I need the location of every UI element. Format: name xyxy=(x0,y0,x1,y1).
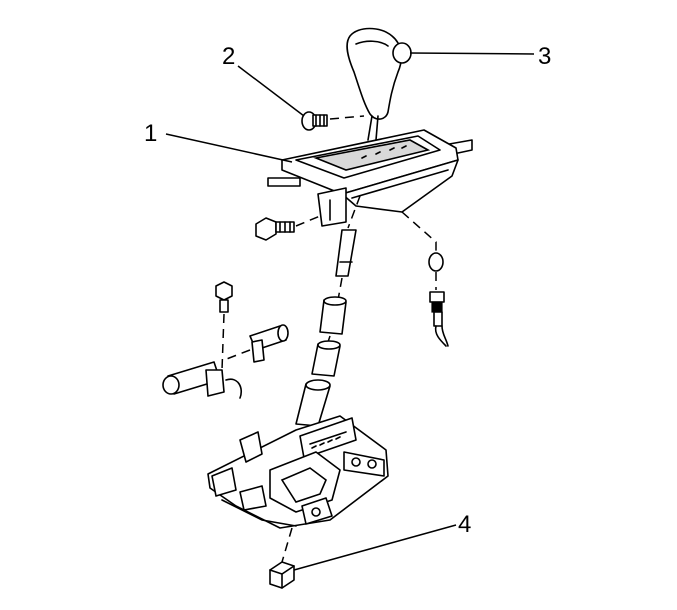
callout-4-leader xyxy=(293,524,457,571)
knob-retaining-screw xyxy=(301,111,365,131)
indicator-lamp-socket xyxy=(401,211,449,347)
base-retaining-nut xyxy=(269,527,295,589)
callout-1-leader xyxy=(165,133,293,163)
bezel-mounting-bolt xyxy=(255,215,321,241)
callout-2: 2 xyxy=(222,43,235,70)
callout-3: 3 xyxy=(538,43,551,70)
callout-1: 1 xyxy=(144,120,157,147)
shifter-base-assembly xyxy=(207,415,389,529)
callout-3-leader xyxy=(409,52,535,55)
shift-lever-shaft xyxy=(295,195,361,427)
callout-2-leader xyxy=(237,65,305,117)
park-lock-components xyxy=(162,281,289,399)
shift-knob xyxy=(346,27,412,141)
shift-indicator-bezel xyxy=(267,129,473,227)
callout-4: 4 xyxy=(458,511,471,538)
